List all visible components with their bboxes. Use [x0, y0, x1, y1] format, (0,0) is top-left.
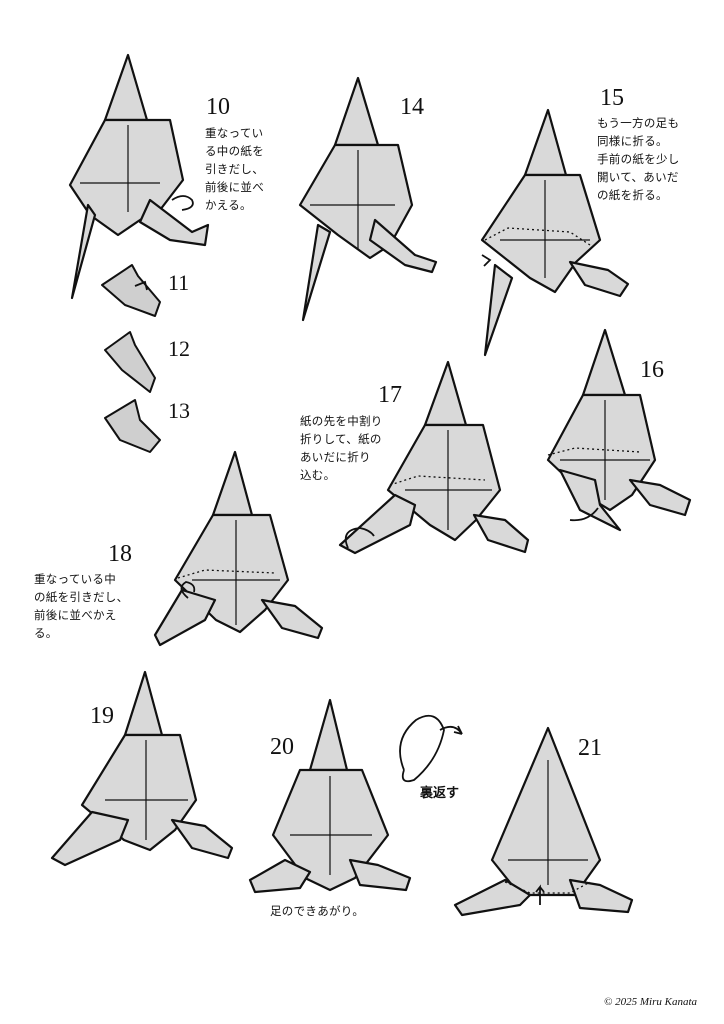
step-10-note: 重なってい る中の紙を 引きだし、 前後に並べ かえる。	[205, 126, 264, 212]
step-15-number: 15	[600, 85, 624, 111]
step-12-figure	[104, 331, 156, 393]
step-13-number: 13	[168, 398, 190, 423]
step-12-number: 12	[168, 336, 190, 361]
step-19-figure	[50, 670, 234, 867]
step-10-figure	[68, 53, 210, 300]
step-17-note: 紙の先を中割り 折りして、紙の あいだに折り 込む。	[300, 414, 383, 482]
step-14-number: 14	[400, 94, 424, 120]
step-15-figure	[480, 108, 630, 357]
turn-over-arrow	[399, 714, 463, 783]
step-13-figure	[104, 399, 161, 453]
copyright-notice: © 2025 Miru Kanata	[604, 996, 698, 1008]
step-18-number: 18	[108, 541, 132, 567]
step-17-figure	[338, 360, 530, 555]
turn-over-label: 裏返す	[420, 786, 460, 801]
step-21-figure	[453, 726, 634, 917]
step-16-number: 16	[640, 357, 664, 383]
step-21-number: 21	[578, 735, 602, 761]
step-10-number: 10	[206, 94, 230, 120]
step-16-figure	[546, 328, 692, 532]
step-20-number: 20	[270, 734, 294, 760]
step-19-number: 19	[90, 703, 114, 729]
step-18-note: 重なっている中 の紙を引きだし、 前後に並べかえ る。	[34, 572, 129, 640]
step-15-note: もう一方の足も 同様に折る。 手前の紙を少し 開いて、あいだ の紙を折る。	[597, 116, 680, 202]
step-11-figure	[101, 264, 161, 317]
step-20-note: 足のできあがり。	[270, 904, 365, 918]
step-11-number: 11	[168, 270, 190, 295]
step-17-number: 17	[378, 382, 402, 408]
step-20-figure	[248, 698, 412, 894]
step-18-figure	[153, 450, 324, 647]
step-14-figure	[298, 76, 438, 322]
